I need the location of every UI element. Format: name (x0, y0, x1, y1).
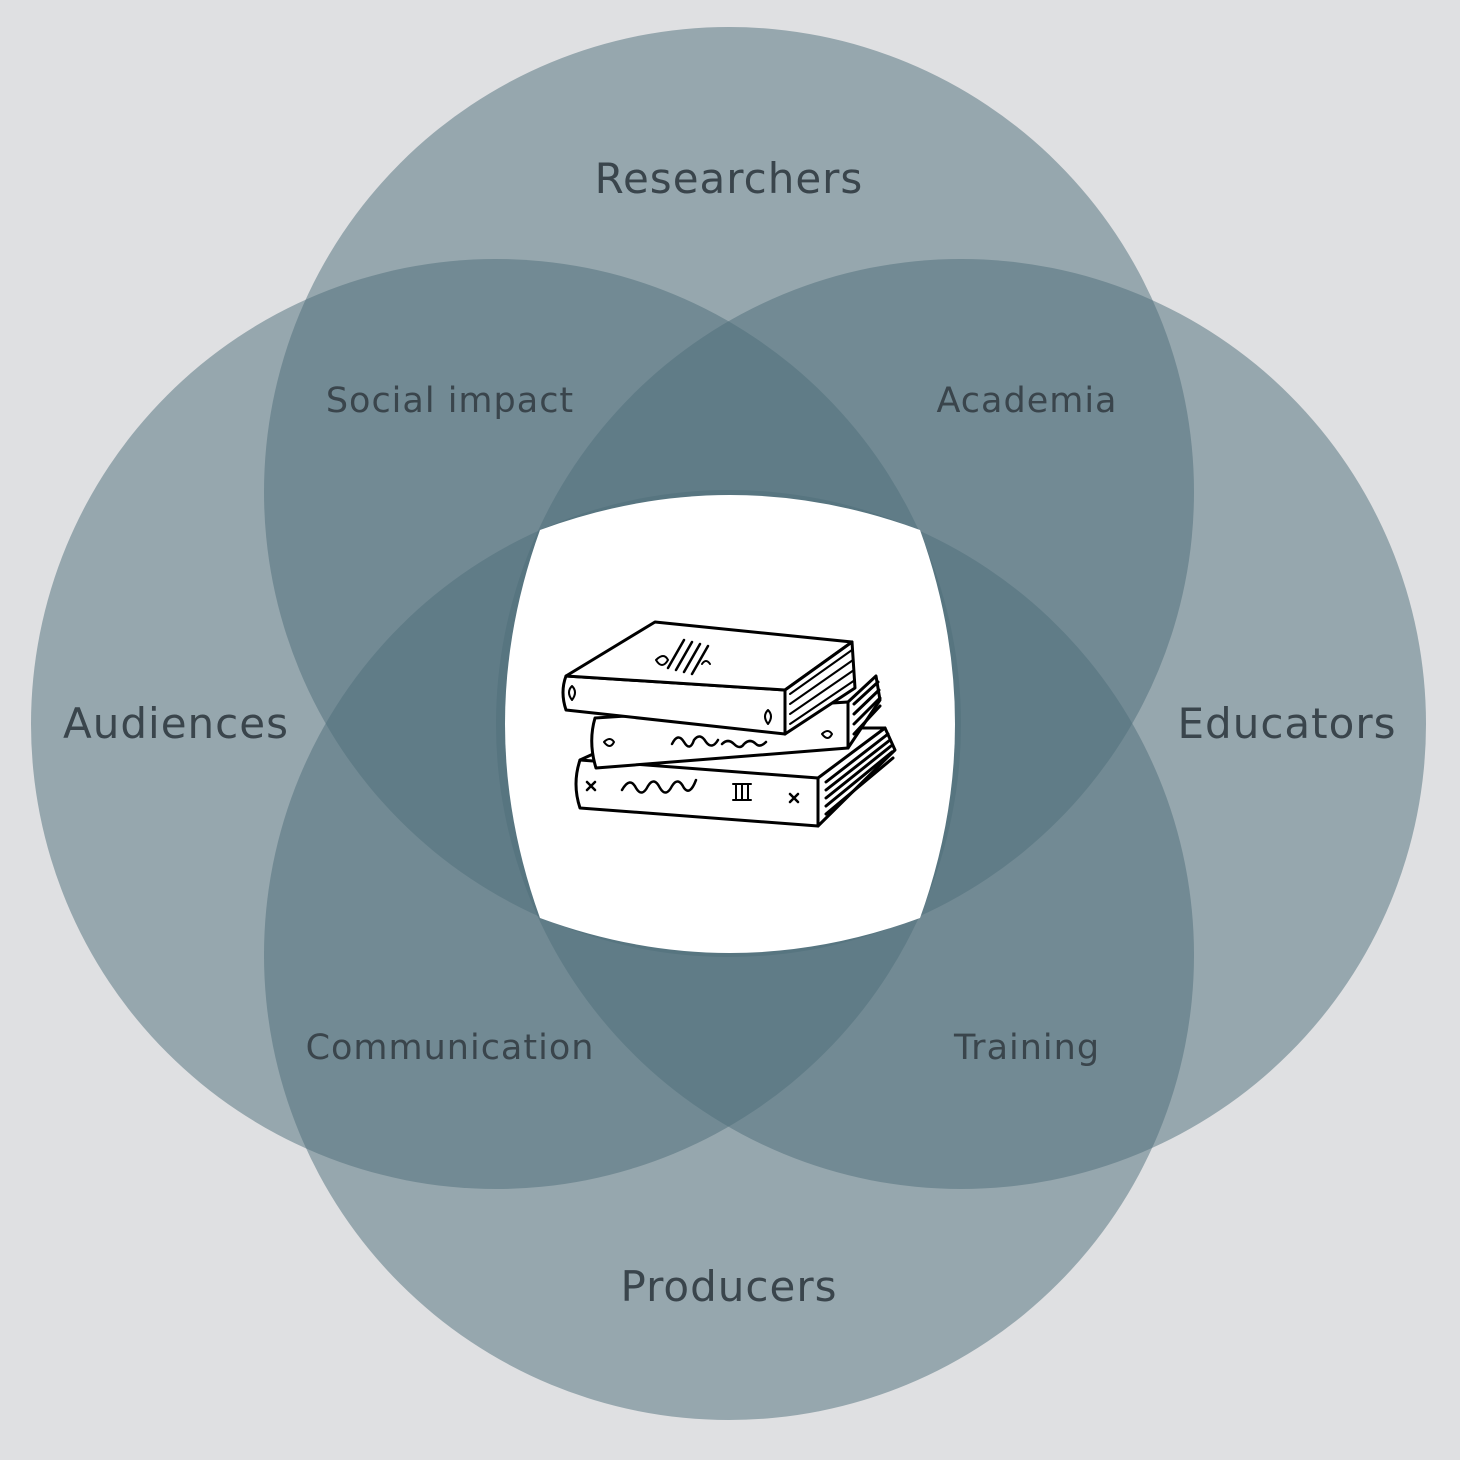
label-academia: Academia (936, 381, 1117, 421)
label-training: Training (953, 1028, 1100, 1068)
label-producers: Producers (621, 1262, 838, 1311)
label-researchers: Researchers (595, 154, 864, 203)
label-social-impact: Social impact (326, 381, 574, 421)
books-stack-icon (563, 622, 895, 826)
label-educators: Educators (1178, 699, 1397, 748)
label-audiences: Audiences (63, 699, 289, 748)
label-communication: Communication (306, 1028, 595, 1068)
